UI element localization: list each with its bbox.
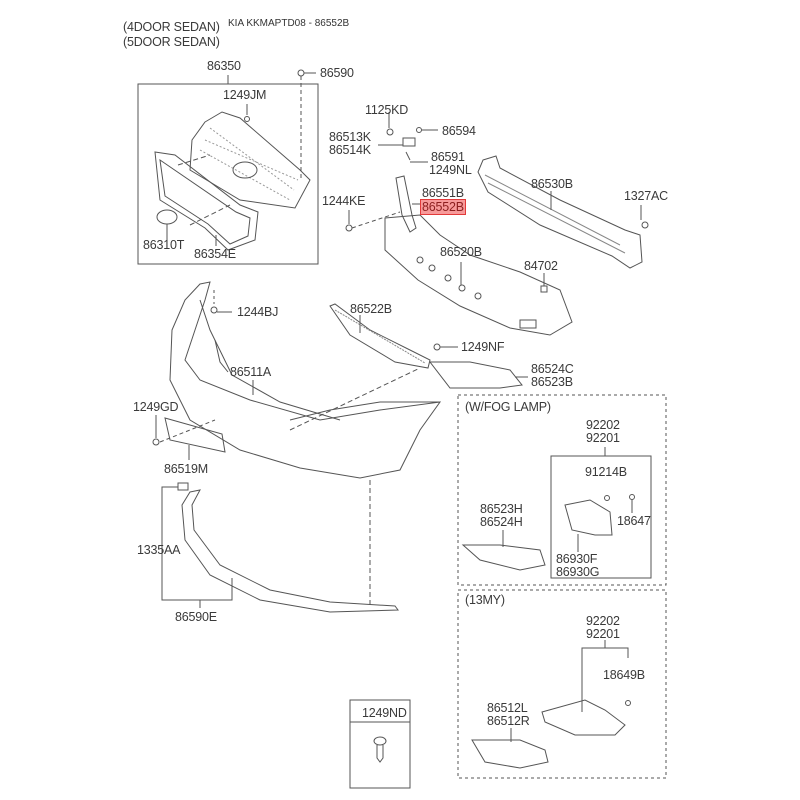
part-label-86591[interactable]: 86591 [431,150,465,164]
bracket-86513k-icon [402,137,416,147]
license-bracket-icon [164,417,226,453]
screw-1249jm-icon [244,116,250,122]
part-label-86552b-highlighted[interactable]: 86552B [420,199,466,215]
bulb-18649b-icon [625,700,631,706]
part-label-1125kd[interactable]: 1125KD [365,103,409,117]
variant-5door-label: (5DOOR SEDAN) [123,35,220,49]
grille-group-box [137,83,319,265]
screw-18647-icon [629,494,635,500]
part-label-1335aa[interactable]: 1335AA [137,543,181,557]
part-label-86512l[interactable]: 86512L [487,701,528,715]
drl-cover-icon [471,739,549,769]
part-label-86512r[interactable]: 86512R [487,714,530,728]
part-label-86522b[interactable]: 86522B [350,302,392,316]
part-label-86519m[interactable]: 86519M [164,462,208,476]
tapping-screw-icon [376,745,384,763]
fog-lamp-group-box [457,394,667,586]
part-label-86590[interactable]: 86590 [320,66,354,80]
nut-1327ac-icon [641,221,649,229]
part-label-1249nf[interactable]: 1249NF [461,340,505,354]
part-label-86524h[interactable]: 86524H [480,515,523,529]
bumper-beam-icon [477,155,643,269]
side-cover-icon [428,361,523,389]
part-label-86514k[interactable]: 86514K [329,143,371,157]
part-label-92202-13my[interactable]: 92202 [586,614,620,628]
lower-grille-icon [329,303,431,369]
part-label-86523b[interactable]: 86523B [531,375,573,389]
part-label-86520b[interactable]: 86520B [440,245,482,259]
bulb-91214b-icon [604,495,610,501]
screw-1125kd-icon [386,128,394,136]
fog-cover-icon [461,544,546,571]
part-label-1249jm[interactable]: 1249JM [223,88,267,102]
part-label-86594[interactable]: 86594 [442,124,476,138]
part-label-92202-fog[interactable]: 92202 [586,418,620,432]
fog-lamp-group-title: (W/FOG LAMP) [465,400,551,414]
part-label-18649b[interactable]: 18649B [603,668,645,682]
clip-84702-icon [540,285,548,293]
part-label-84702[interactable]: 84702 [524,259,558,273]
part-label-86930f[interactable]: 86930F [556,552,598,566]
radiator-grille-icon [189,111,311,209]
part-label-1249nl[interactable]: 1249NL [429,163,472,177]
part-label-86551b[interactable]: 86551B [422,186,464,200]
bolt-1244ke-icon [345,224,353,232]
front-bumper-cover-icon [169,281,442,479]
part-label-86590e[interactable]: 86590E [175,610,217,624]
part-label-86354e[interactable]: 86354E [194,247,236,261]
fog-lamp-icon [564,499,613,536]
part-label-86350[interactable]: 86350 [207,59,241,73]
part-label-86513k[interactable]: 86513K [329,130,371,144]
clip-1335aa-icon [177,482,189,491]
bracket-86551b-icon [395,175,417,233]
part-label-18647[interactable]: 18647 [617,514,651,528]
part-label-91214b[interactable]: 91214B [585,465,627,479]
part-label-1327ac[interactable]: 1327AC [624,189,668,203]
fog-lamp-inner-box [550,455,652,579]
part-label-86530b[interactable]: 86530B [531,177,573,191]
13my-group-box [457,589,667,779]
part-label-86524c[interactable]: 86524C [531,362,574,376]
bolt-1249gd-icon [152,438,160,446]
part-label-1244ke[interactable]: 1244KE [322,194,366,208]
diagram-title: KIA KKMAPTD08 - 86552B [228,18,350,29]
energy-absorber-icon [384,214,573,336]
part-label-86310t[interactable]: 86310T [143,238,185,252]
emblem-icon [156,209,178,225]
part-label-92201-13my[interactable]: 92201 [586,627,620,641]
bolt-1244bj-icon [210,306,218,314]
screw-86590-icon [297,69,305,77]
part-label-1244bj[interactable]: 1244BJ [237,305,279,319]
part-label-86523h[interactable]: 86523H [480,502,523,516]
variant-4door-label: (4DOOR SEDAN) [123,20,220,34]
part-label-92201-fog[interactable]: 92201 [586,431,620,445]
13my-group-title: (13MY) [465,593,505,607]
part-label-86511a[interactable]: 86511A [230,365,271,379]
screw-1249nd-box [349,699,411,789]
lower-lip-icon [181,489,399,613]
nut-86594-icon [416,127,422,133]
drl-lamp-icon [541,699,626,736]
screw-1249nf-icon [433,343,441,351]
part-label-1249nd[interactable]: 1249ND [362,706,407,720]
part-label-86930g[interactable]: 86930G [556,565,600,579]
grille-molding-icon [154,151,259,251]
part-label-1249gd[interactable]: 1249GD [133,400,179,414]
